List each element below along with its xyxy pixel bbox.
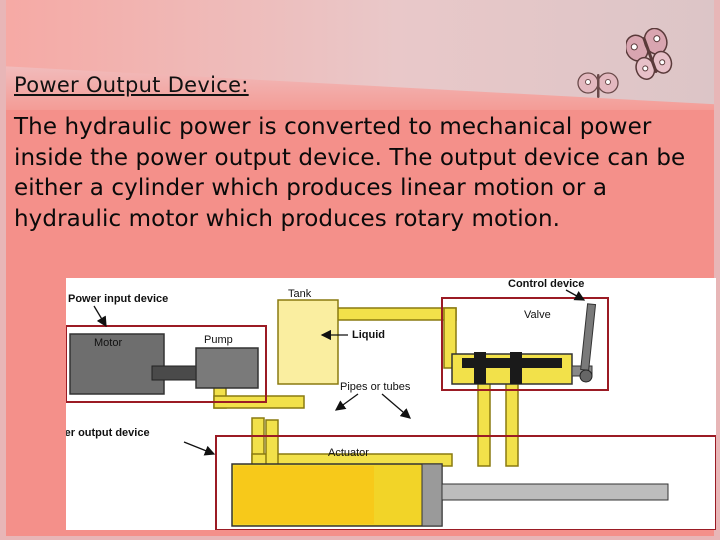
actuator-rod [441, 483, 669, 501]
motor-label: Motor [94, 337, 122, 349]
power-input-label: Power input device [68, 293, 168, 305]
tank [277, 299, 339, 385]
slide-body-text: The hydraulic power is converted to mech… [14, 114, 686, 232]
pipes-label: Pipes or tubes [340, 381, 411, 393]
butterfly-icon [626, 28, 673, 80]
pump-block [195, 347, 259, 389]
hydraulic-system-diagram: Motor Pump Power input device Tank Liqui… [66, 278, 716, 530]
valve-label: Valve [524, 309, 551, 321]
control-device-frame [441, 297, 609, 391]
power-output-frame [215, 435, 716, 530]
motor-block [69, 333, 165, 395]
control-device-label: Control device [508, 278, 584, 290]
frame-left [0, 0, 6, 540]
pump-label: Pump [204, 334, 233, 346]
power-output-label: Power output device [66, 427, 150, 439]
frame-right [714, 0, 720, 540]
slide-heading: Power Output Device: [14, 73, 249, 97]
liquid-label: Liquid [352, 329, 385, 341]
valve-lever [580, 303, 597, 371]
power-input-frame [66, 325, 267, 403]
actuator-label: Actuator [328, 447, 369, 459]
butterfly-icon [577, 72, 619, 98]
frame-bottom [0, 536, 720, 540]
tank-label: Tank [288, 288, 312, 300]
